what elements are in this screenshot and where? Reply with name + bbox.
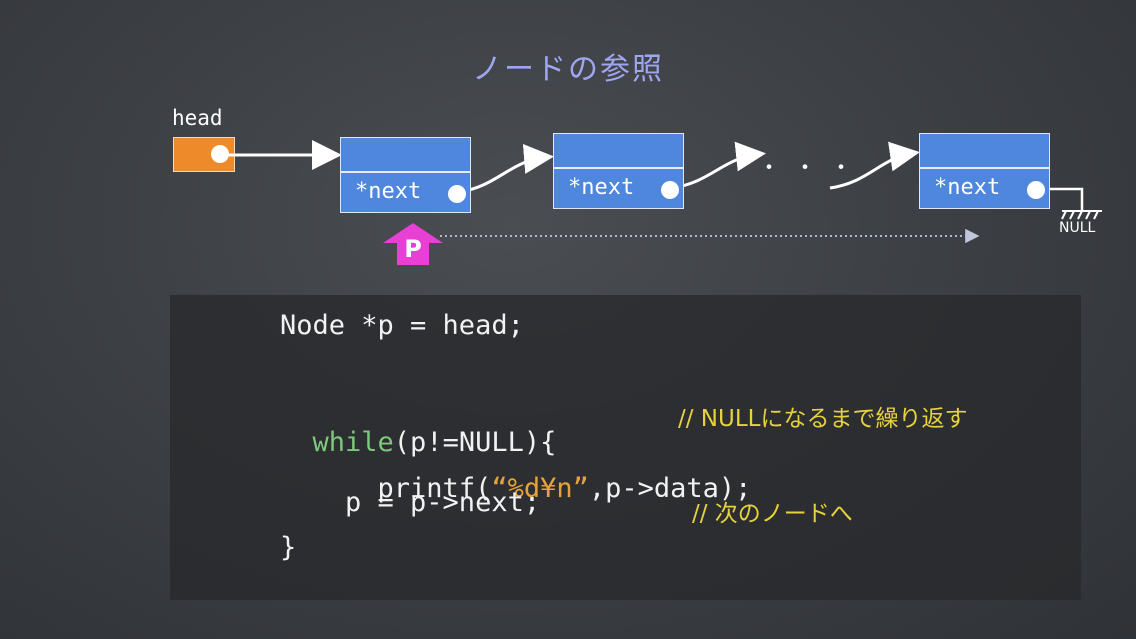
head-pointer-dot bbox=[211, 145, 229, 163]
code-line-2: while(p!=NULL){ bbox=[280, 396, 557, 458]
comment-next: // 次のノードへ bbox=[692, 501, 853, 527]
code-line-3-post: ,p->data); bbox=[588, 473, 752, 504]
code-line-1: Node *p = head; bbox=[280, 310, 524, 341]
pointer-p-marker: P bbox=[383, 223, 443, 265]
code-line-4: p = p->next; bbox=[280, 487, 541, 518]
code-line-5: } bbox=[280, 532, 297, 563]
null-label: NULL bbox=[1059, 220, 1096, 236]
node-next-dot bbox=[448, 185, 466, 203]
node-data-field bbox=[341, 138, 470, 173]
pointer-arrow-icon bbox=[383, 223, 443, 265]
comment-while: // NULLになるまで繰り返す bbox=[678, 406, 968, 432]
arrow-node1-to-node2 bbox=[459, 143, 554, 194]
format-string: “%d¥n” bbox=[491, 473, 589, 504]
node-3: *next bbox=[919, 133, 1050, 209]
arrow-node3-to-null bbox=[1040, 187, 1084, 210]
node-next-dot bbox=[1027, 181, 1045, 199]
slide-title: ノードの参照 bbox=[472, 52, 664, 87]
pointer-label: P bbox=[404, 235, 422, 263]
arrow-node2-to-ellipsis bbox=[671, 141, 766, 190]
head-label: head bbox=[172, 106, 223, 130]
node-next-label: *next bbox=[355, 179, 422, 204]
ellipsis: ・・・ bbox=[758, 156, 867, 181]
node-next-label: *next bbox=[568, 175, 635, 200]
node-next-dot bbox=[661, 181, 679, 199]
arrow-ellipsis-to-node3 bbox=[829, 141, 920, 190]
node-next-label: *next bbox=[934, 175, 1001, 200]
code-line-3-pre: printf( bbox=[312, 473, 492, 504]
ground-symbol bbox=[1061, 210, 1102, 220]
head-pointer-box bbox=[173, 137, 235, 172]
node-2: *next bbox=[553, 133, 684, 209]
node-data-field bbox=[920, 134, 1049, 169]
code-panel bbox=[170, 295, 1081, 600]
code-line-2-rest: (p!=NULL){ bbox=[393, 427, 557, 458]
node-data-field bbox=[554, 134, 683, 169]
code-line-3: printf(“%d¥n”,p->data); bbox=[280, 442, 752, 504]
keyword-while: while bbox=[312, 427, 394, 458]
node-1: *next bbox=[340, 137, 471, 213]
